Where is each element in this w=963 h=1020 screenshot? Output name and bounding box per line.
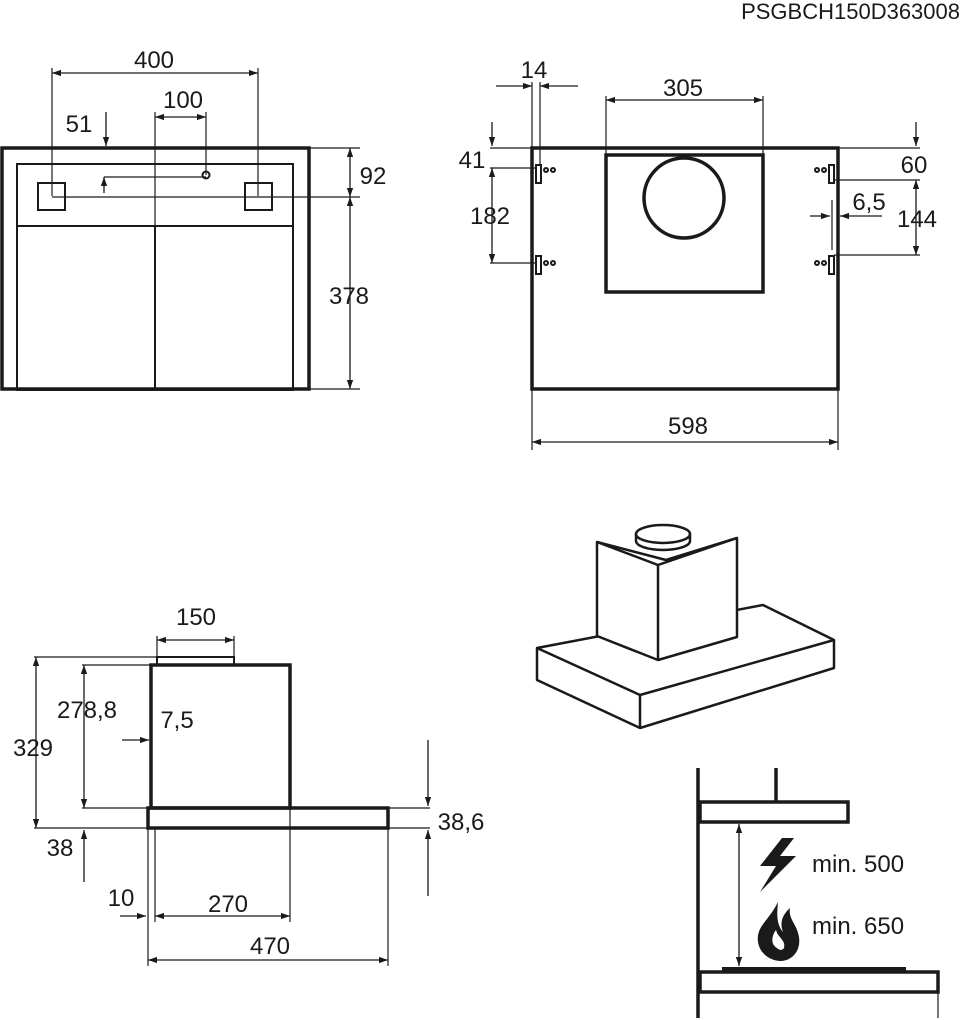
clearance-electric-label: min. 500 — [812, 851, 904, 878]
bracket-bottom-right — [814, 255, 835, 275]
dim-92: 92 — [360, 163, 387, 190]
dim-38: 38 — [47, 835, 74, 862]
lightning-icon — [760, 838, 796, 892]
dim-14: 14 — [521, 57, 548, 84]
top-view: 14 305 41 182 60 6,5 144 598 — [459, 57, 937, 450]
dim-270: 270 — [208, 891, 248, 918]
dim-60: 60 — [901, 152, 928, 179]
dim-182: 182 — [470, 203, 510, 230]
clearance-gas-label: min. 650 — [812, 913, 904, 940]
bracket-top-right — [814, 164, 835, 184]
bracket-bottom-left — [535, 255, 556, 275]
isometric-view — [535, 523, 836, 730]
side-view: 150 278,8 7,5 329 38 38,6 10 270 470 — [13, 604, 484, 966]
front-view: 400 100 51 92 378 — [0, 47, 387, 391]
dim-598: 598 — [668, 413, 708, 440]
hob-surface — [722, 967, 906, 972]
hob-outline — [698, 970, 940, 994]
dim-150: 150 — [176, 604, 216, 631]
dim-329: 329 — [13, 735, 53, 762]
dim-144: 144 — [897, 206, 937, 233]
dim-400: 400 — [134, 47, 174, 74]
dim-100: 100 — [163, 87, 203, 114]
dim-470: 470 — [250, 933, 290, 960]
model-code: PSGBCH150D363008 — [741, 0, 960, 24]
hood-outline — [698, 800, 850, 824]
bracket-top-left — [535, 164, 556, 184]
dim-378: 378 — [329, 283, 369, 310]
dim-305: 305 — [663, 75, 703, 102]
dim-6-5: 6,5 — [852, 189, 885, 216]
dim-10: 10 — [108, 885, 135, 912]
dim-278-8: 278,8 — [57, 697, 117, 724]
dim-51: 51 — [66, 111, 93, 138]
dim-38-6: 38,6 — [438, 809, 485, 836]
dim-41: 41 — [459, 147, 486, 174]
clearance-diagram: min. 500 min. 650 — [696, 768, 940, 1018]
flame-icon — [757, 902, 800, 961]
dim-7-5: 7,5 — [160, 707, 193, 734]
